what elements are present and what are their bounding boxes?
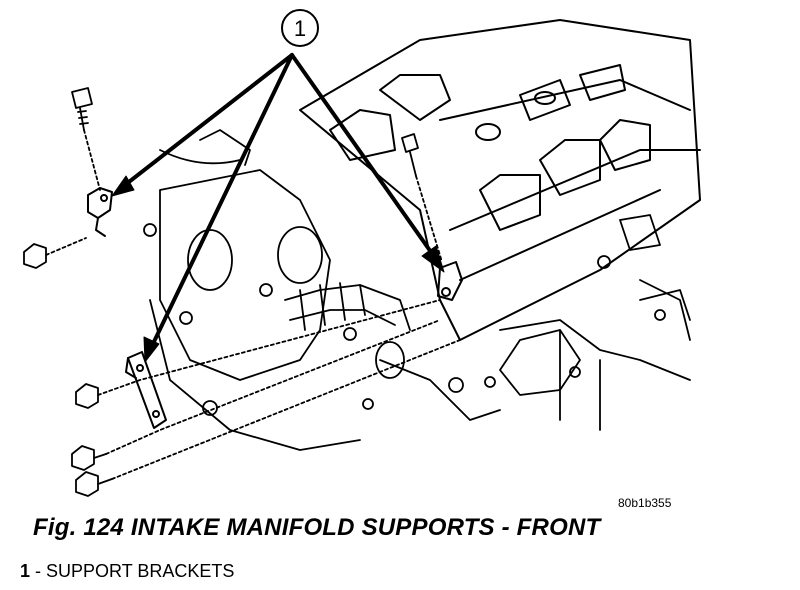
support-bracket-right — [437, 261, 463, 301]
legend-separator: - — [30, 561, 47, 581]
intake-manifold — [299, 19, 701, 341]
arrowheads — [111, 175, 445, 363]
legend-item: 1 - SUPPORT BRACKETS — [20, 561, 234, 582]
callout-number: 1 — [294, 16, 306, 41]
bolt-top-right — [401, 133, 443, 263]
support-bracket-left — [87, 187, 113, 237]
bolt-left-lower-2 — [75, 339, 461, 497]
bolt-left-lower-1 — [71, 319, 441, 471]
legend-number: 1 — [20, 561, 31, 581]
figure-caption: Fig. 124 INTAKE MANIFOLD SUPPORTS - FRON… — [33, 514, 601, 541]
nut-left-middle — [75, 299, 441, 409]
legend-label: SUPPORT BRACKETS — [46, 561, 235, 581]
support-bracket-center — [125, 351, 167, 429]
figure-id-code: 80b1b355 — [618, 496, 672, 510]
engine-illustration: 1 — [23, 9, 701, 497]
callout-arrows — [123, 53, 440, 352]
callout-marker: 1 — [281, 9, 319, 47]
bolt-top-left — [71, 87, 101, 191]
nut-left-upper — [23, 237, 87, 269]
